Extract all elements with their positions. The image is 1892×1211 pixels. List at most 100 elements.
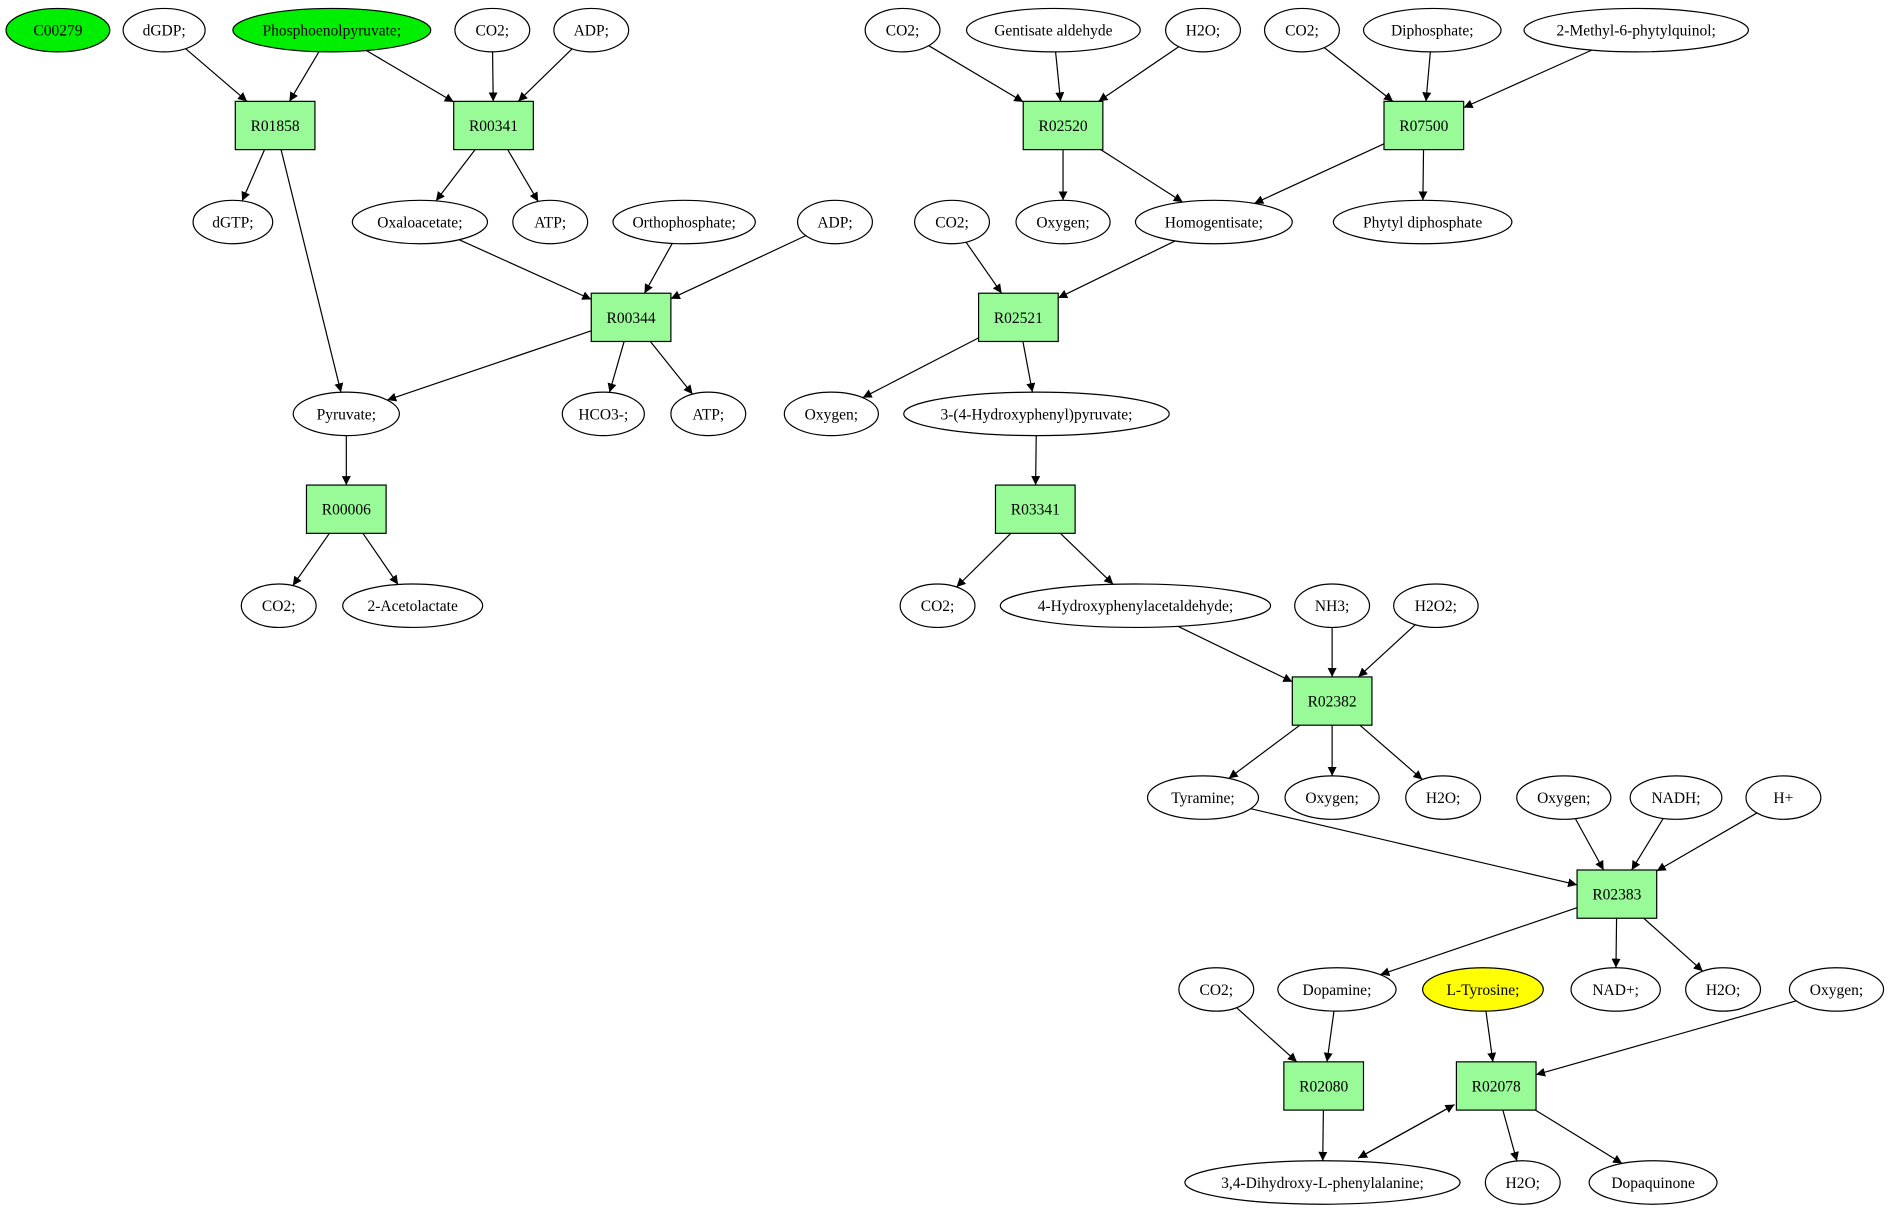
edge-Orthophosphate-to-R00344 (643, 243, 673, 294)
edge-MPQ-to-R07500 (1463, 49, 1593, 109)
compound-ellipse (1277, 967, 1397, 1012)
compound-node-l-tyrosine: L-Tyrosine; (1422, 967, 1544, 1012)
compound-label: H2O2; (1415, 598, 1457, 615)
compound-ellipse (1745, 775, 1822, 820)
compound-ellipse (1405, 775, 1482, 820)
compound-node-h2o: H2O; (1484, 1160, 1561, 1205)
reaction-label: R00006 (322, 502, 371, 519)
compound-label: CO2; (1285, 23, 1319, 40)
compound-ellipse (512, 199, 589, 245)
compound-ellipse (232, 7, 432, 53)
compound-ellipse (351, 199, 489, 245)
compound-ellipse (783, 391, 880, 437)
reaction-label: R07500 (1399, 118, 1448, 135)
compound-label: ATP; (692, 406, 724, 423)
compound-label: Oxygen; (805, 406, 858, 423)
edge-R02521-to-HPP (1022, 341, 1036, 393)
edge-NADH-to-R02383 (1631, 818, 1664, 871)
edge-HPA-to-R02382 (1177, 625, 1293, 683)
compound-label: Dopaquinone (1611, 1175, 1695, 1192)
reaction-node-r02078: R02078 (1455, 1061, 1537, 1111)
compound-ellipse (1685, 967, 1762, 1012)
reaction-box (1576, 869, 1658, 919)
compound-label: Homogentisate; (1165, 215, 1263, 232)
compound-label: HCO3-; (578, 406, 628, 423)
compound-ellipse (903, 391, 1170, 437)
edge-Diphosphate-to-R07500 (1422, 51, 1432, 102)
compound-ellipse (553, 7, 630, 53)
edge-Hplus-to-R02383 (1656, 812, 1758, 872)
compound-node-h2o: H2O; (1685, 967, 1762, 1012)
compound-label: ATP; (534, 215, 566, 232)
reaction-node-r00006: R00006 (305, 484, 387, 534)
compound-node-oxygen: Oxygen; (1516, 775, 1612, 820)
edge-R02078-to-Dopaquinone (1535, 1109, 1623, 1164)
compound-label: NH3; (1315, 598, 1349, 615)
edge-R02521-to-Oxygen_b (862, 337, 979, 399)
edge-R01858-to-dGTP (241, 149, 266, 202)
edge-Tyrosine-to-R02078 (1485, 1011, 1497, 1062)
compound-ellipse (122, 7, 206, 53)
compound-label: 3,4-Dihydroxy-L-phenylalanine; (1221, 1175, 1424, 1192)
edge-Homogentisate-to-R02521 (1057, 240, 1176, 299)
compound-node-h2o: H2O; (1405, 775, 1482, 820)
reaction-label: R03341 (1011, 502, 1060, 519)
reaction-label: R02080 (1299, 1078, 1348, 1095)
reaction-box (234, 100, 316, 151)
compound-ellipse (864, 7, 941, 53)
compound-label: H2O; (1506, 1175, 1540, 1192)
compound-label: ADP; (817, 215, 852, 232)
edge-R01858-to-Pyruvate (280, 149, 344, 393)
compound-node-pyruvate: Pyruvate; (292, 391, 400, 437)
compound-node-oxygen: Oxygen; (1788, 967, 1885, 1012)
edges-layer (185, 45, 1797, 1164)
compound-ellipse (899, 583, 976, 629)
reaction-box (1455, 1061, 1537, 1111)
compound-ellipse (5, 7, 111, 53)
compound-label: dGTP; (212, 215, 253, 232)
reaction-label: R00344 (607, 310, 656, 327)
compound-label: Oxygen; (1305, 790, 1358, 807)
edge-R00344-to-ATP_b (649, 341, 694, 395)
edge-HPP-to-R03341 (1031, 435, 1041, 486)
compound-ellipse (1294, 583, 1371, 629)
compound-node-dopaquinone: Dopaquinone (1588, 1160, 1718, 1205)
edge-R07500-to-PhytylPP (1418, 149, 1428, 201)
compound-ellipse (796, 199, 873, 245)
compound-node-phosphoenolpyruvate: Phosphoenolpyruvate; (232, 7, 432, 53)
compound-ellipse (612, 199, 756, 245)
edge-R02383-to-Dopamine (1380, 907, 1578, 977)
edge-R00344-to-Pyruvate (386, 330, 592, 402)
compound-ellipse (965, 7, 1141, 53)
compound-label: 2-Acetolactate (367, 598, 457, 615)
reaction-box (453, 100, 534, 151)
edge-PEP-to-R01858 (288, 51, 320, 102)
edge-CO2_e-to-R02521 (965, 241, 1003, 294)
compound-node-oxygen: Oxygen; (783, 391, 880, 437)
edge-dGDP-to-R01858 (185, 48, 248, 102)
compound-node-h2o: H2O; (1165, 7, 1242, 53)
compound-ellipse (1134, 199, 1293, 245)
compound-label: CO2; (476, 23, 510, 40)
compound-node-co2: CO2; (454, 7, 531, 53)
compound-node-oxaloacetate: Oxaloacetate; (351, 199, 489, 245)
compound-label: Oxaloacetate; (377, 215, 462, 232)
compound-label: C00279 (33, 23, 82, 40)
compound-node-dgdp: dGDP; (122, 7, 206, 53)
reaction-label: R02078 (1472, 1078, 1521, 1095)
compound-ellipse (342, 583, 484, 629)
compound-ellipse (1484, 1160, 1561, 1205)
compound-node-2-acetolactate: 2-Acetolactate (342, 583, 484, 629)
compound-label: Dopamine; (1303, 982, 1372, 999)
edge-R07500-to-Homogentisate (1254, 143, 1385, 204)
compound-ellipse (1570, 967, 1661, 1012)
compound-ellipse (240, 583, 317, 629)
compound-label: H2O; (1706, 982, 1740, 999)
compound-ellipse (1332, 199, 1513, 245)
reaction-label: R02520 (1038, 118, 1087, 135)
reaction-label: R01858 (251, 118, 300, 135)
reaction-box (305, 484, 387, 534)
compound-node-c00279: C00279 (5, 7, 111, 53)
compound-ellipse (1284, 775, 1380, 820)
